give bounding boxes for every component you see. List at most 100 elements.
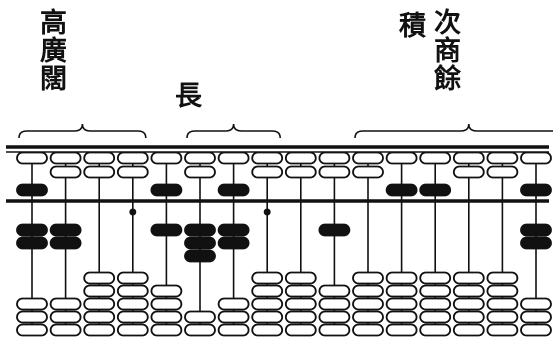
lower-bead <box>184 310 216 324</box>
label-product: 積 <box>399 11 426 42</box>
lower-bead <box>385 284 418 298</box>
lower-bead <box>49 297 82 311</box>
lower-bead <box>385 271 418 285</box>
brace-product-quotient-remainder <box>354 123 553 139</box>
lower-bead <box>184 223 216 237</box>
upper-bead <box>217 151 250 165</box>
lower-bead <box>184 236 216 250</box>
lower-bead <box>49 323 82 337</box>
lower-bead <box>284 297 317 311</box>
upper-bead <box>16 151 48 165</box>
lower-bead <box>520 310 552 324</box>
upper-bead <box>318 151 351 165</box>
lower-bead <box>318 284 351 298</box>
lower-bead <box>217 323 250 337</box>
lower-bead <box>284 323 317 337</box>
lower-bead <box>352 323 384 337</box>
lower-bead <box>352 284 384 298</box>
lower-bead <box>217 310 250 324</box>
upper-bead <box>385 151 418 165</box>
lower-bead <box>49 223 82 237</box>
lower-bead <box>116 271 149 285</box>
upper-bead <box>419 151 452 165</box>
lower-bead <box>486 323 519 337</box>
lower-bead <box>83 297 116 311</box>
lower-bead <box>150 223 183 237</box>
upper-bead <box>116 151 149 165</box>
lower-bead <box>385 323 418 337</box>
lower-bead <box>251 297 284 311</box>
upper-bead <box>452 151 485 165</box>
brace-length <box>186 123 281 139</box>
lower-bead <box>83 310 116 324</box>
upper-bead <box>520 151 552 165</box>
lower-bead <box>150 284 183 298</box>
upper-bead <box>83 151 116 165</box>
upper-bead <box>284 151 317 165</box>
upper-bead <box>352 165 384 179</box>
lower-bead <box>520 223 552 237</box>
lower-bead <box>83 323 116 337</box>
unit-mark-dot <box>263 208 271 216</box>
lower-bead <box>116 323 149 337</box>
upper-bead <box>83 165 116 179</box>
lower-bead <box>251 271 284 285</box>
lower-bead <box>385 310 418 324</box>
upper-bead <box>284 165 317 179</box>
lower-bead <box>16 297 48 311</box>
upper-bead <box>150 151 183 165</box>
upper-bead <box>49 165 82 179</box>
lower-bead <box>419 284 452 298</box>
lower-bead <box>452 323 485 337</box>
lower-bead <box>251 310 284 324</box>
brace-height-width-depth <box>18 123 147 139</box>
upper-bead <box>251 151 284 165</box>
lower-bead <box>184 249 216 263</box>
lower-bead <box>419 271 452 285</box>
lower-bead <box>452 271 485 285</box>
lower-bead <box>184 323 216 337</box>
lower-bead <box>251 323 284 337</box>
upper-bead <box>318 165 351 179</box>
upper-bead <box>520 183 552 197</box>
lower-bead <box>49 310 82 324</box>
lower-bead <box>217 236 250 250</box>
lower-bead <box>318 310 351 324</box>
upper-bead <box>217 183 250 197</box>
lower-bead <box>452 310 485 324</box>
lower-bead <box>150 297 183 311</box>
lower-bead <box>116 284 149 298</box>
lower-bead <box>284 271 317 285</box>
lower-bead <box>116 297 149 311</box>
lower-bead <box>16 323 48 337</box>
lower-bead <box>150 323 183 337</box>
upper-bead <box>16 183 48 197</box>
lower-bead <box>83 284 116 298</box>
lower-bead <box>16 236 48 250</box>
lower-bead <box>16 223 48 237</box>
upper-bead <box>150 183 183 197</box>
unit-mark-dot <box>129 208 137 216</box>
upper-bead <box>486 151 519 165</box>
upper-bead <box>251 165 284 179</box>
upper-bead <box>452 165 485 179</box>
upper-bead <box>352 151 384 165</box>
lower-bead <box>486 284 519 298</box>
lower-bead <box>520 236 552 250</box>
label-height-width-depth: 高廣闊 <box>35 8 66 92</box>
upper-bead <box>184 165 216 179</box>
lower-bead <box>150 310 183 324</box>
lower-bead <box>251 284 284 298</box>
lower-bead <box>49 236 82 250</box>
lower-bead <box>486 310 519 324</box>
upper-bead <box>49 151 82 165</box>
lower-bead <box>352 310 384 324</box>
lower-bead <box>419 297 452 311</box>
lower-bead <box>352 297 384 311</box>
lower-bead <box>520 323 552 337</box>
label-length: 長 <box>175 81 202 112</box>
lower-bead <box>520 297 552 311</box>
upper-bead <box>486 165 519 179</box>
